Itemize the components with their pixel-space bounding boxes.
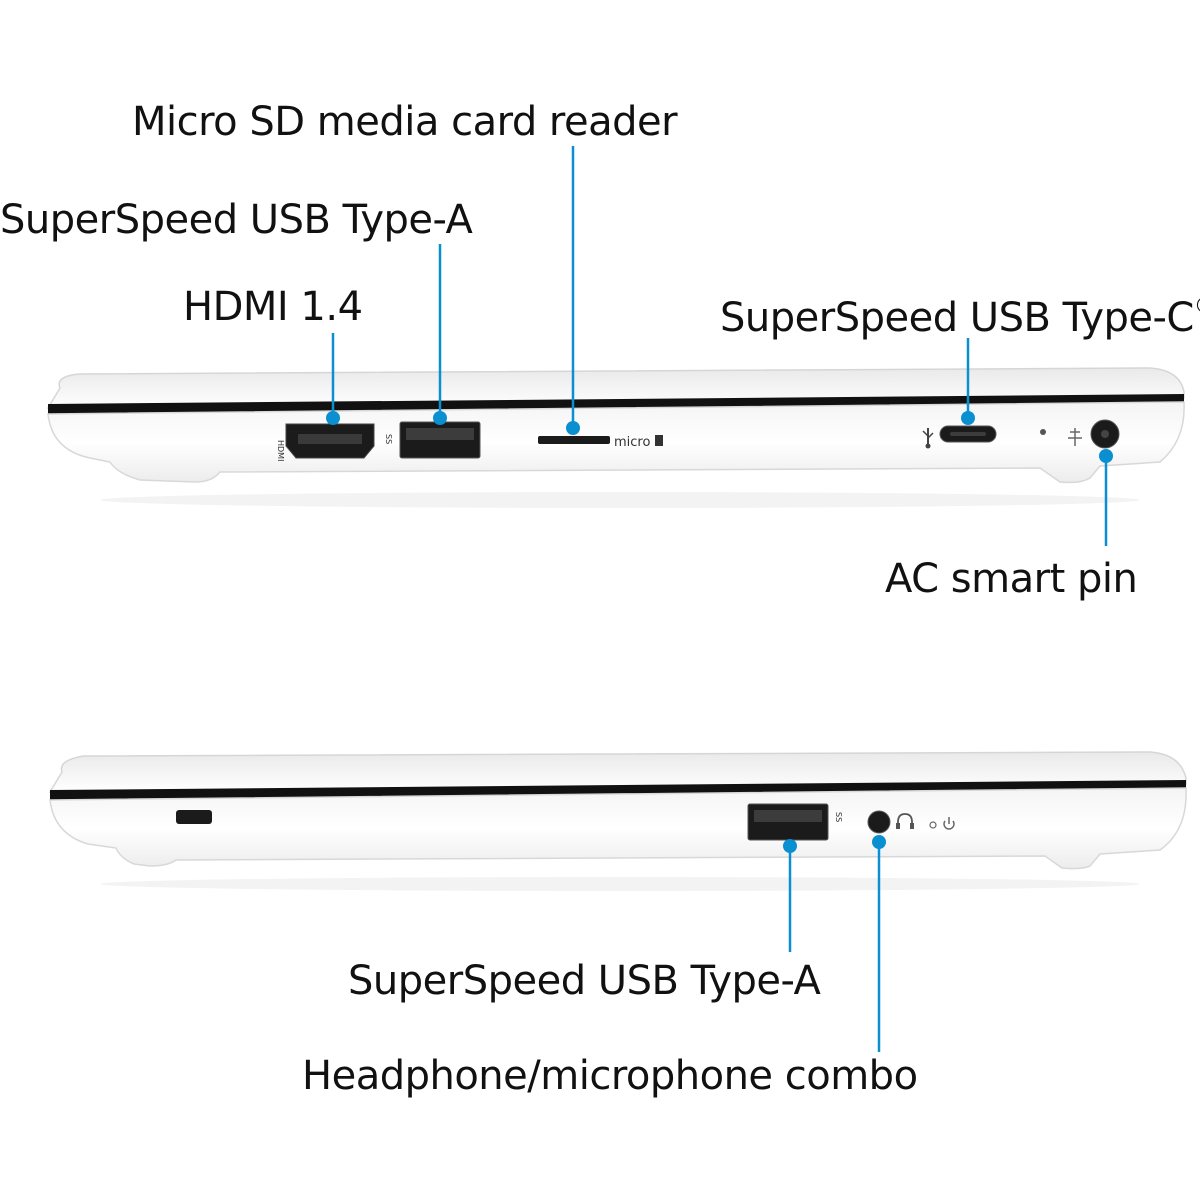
label-ac-pin: AC smart pin xyxy=(885,556,1138,602)
usb-a-marking: SS xyxy=(384,434,393,444)
ac-port-pin xyxy=(1101,430,1109,438)
laptop-shadow xyxy=(100,492,1140,508)
laptop-side-view-bottom: SS xyxy=(48,751,1187,891)
headset-icon xyxy=(896,813,914,829)
laptop-shadow-2 xyxy=(100,877,1140,891)
lock-slot-icon xyxy=(176,810,212,824)
callout-dot-usb-c xyxy=(961,411,975,425)
power-icon xyxy=(943,817,955,830)
label-usb-a-bottom: SuperSpeed USB Type-A xyxy=(348,958,821,1004)
micro-sd-slot-icon xyxy=(538,436,610,444)
laptop-bezel-2 xyxy=(50,780,1186,800)
callouts xyxy=(326,146,1113,1052)
label-micro-sd: Micro SD media card reader xyxy=(132,99,678,145)
label-headphone: Headphone/microphone combo xyxy=(302,1053,918,1099)
usb-a-port-tongue-2 xyxy=(754,810,822,822)
label-usb-c: SuperSpeed USB Type-C xyxy=(720,295,1194,341)
usb-symbol-icon xyxy=(922,428,934,449)
led-indicator-icon-2 xyxy=(929,821,937,829)
laptop-base-2 xyxy=(49,787,1187,870)
audio-jack-icon xyxy=(867,810,891,834)
usb-c-port-tongue xyxy=(950,432,986,436)
power-plug-icon xyxy=(1068,428,1082,446)
laptop-lid-2 xyxy=(48,751,1187,793)
laptop-side-view-top: HDMI SS micro xyxy=(46,367,1185,508)
label-usb-c-registered: ® xyxy=(1194,294,1200,319)
callout-dot-micro-sd xyxy=(566,421,580,435)
sd-card-icon xyxy=(655,435,663,446)
label-hdmi: HDMI 1.4 xyxy=(183,284,363,330)
hdmi-port-inner xyxy=(298,434,362,444)
label-usb-a-top: SuperSpeed USB Type-A xyxy=(0,197,473,243)
callout-dot-hdmi xyxy=(326,411,340,425)
label-usb-c-group: SuperSpeed USB Type-C® xyxy=(720,283,1200,342)
led-indicator-icon xyxy=(1040,429,1046,435)
usb-a-port-tongue xyxy=(406,428,474,440)
usb-a-marking-2: SS xyxy=(834,812,843,822)
callout-dot-usb-a-top xyxy=(433,411,447,425)
hdmi-marking: HDMI xyxy=(276,440,285,461)
micro-sd-marking: micro xyxy=(614,435,650,450)
